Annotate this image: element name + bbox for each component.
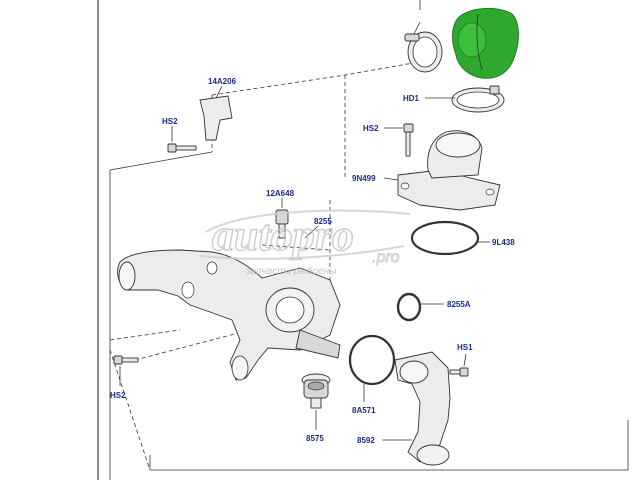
label-8592: 8592 — [357, 436, 375, 445]
thermostat-housing-main[interactable] — [117, 249, 341, 381]
clamp-hd1[interactable] — [451, 85, 505, 113]
outlet-housing-9n499[interactable] — [397, 130, 501, 211]
bracket-14a206[interactable] — [199, 95, 233, 141]
bolt-hs1[interactable] — [449, 367, 469, 377]
bolt-hs2-bottom[interactable] — [113, 355, 139, 365]
label-hs1: HS1 — [457, 343, 473, 352]
label-9n499: 9N499 — [352, 174, 376, 183]
watermark-tagline: запчасти рыбоены — [245, 265, 337, 277]
label-hs2-top: HS2 — [162, 117, 178, 126]
label-8255a: 8255A — [447, 300, 471, 309]
label-8575: 8575 — [306, 434, 324, 443]
label-hd1: HD1 — [403, 94, 420, 103]
label-14a206: 14A206 — [208, 77, 237, 86]
label-12a648: 12A648 — [266, 189, 295, 198]
bolt-hs2-mid[interactable] — [403, 123, 414, 157]
label-8255-partial: 8255 — [314, 217, 332, 226]
watermark: autopro .pro запчасти рыбоены — [199, 209, 411, 277]
thermostat-8575[interactable] — [301, 373, 331, 409]
watermark-logo-icon — [199, 209, 411, 260]
label-9l438: 9L438 — [492, 238, 515, 247]
gasket-8a571[interactable] — [348, 334, 396, 386]
label-hs2-mid: HS2 — [363, 124, 379, 133]
label-8a571: 8A571 — [352, 406, 376, 415]
label-hs2-bottom: HS2 — [110, 391, 126, 400]
gasket-9l438[interactable] — [410, 220, 480, 256]
outlet-elbow-8592[interactable] — [394, 351, 451, 466]
watermark-logo: autopro — [212, 211, 354, 260]
hose-clamp-top[interactable] — [404, 31, 443, 73]
coolant-hose-highlighted[interactable] — [452, 8, 519, 79]
oring-8255a[interactable] — [396, 292, 422, 322]
bolt-hs2-top[interactable] — [167, 143, 197, 153]
watermark-logo-suffix: .pro — [372, 249, 400, 266]
